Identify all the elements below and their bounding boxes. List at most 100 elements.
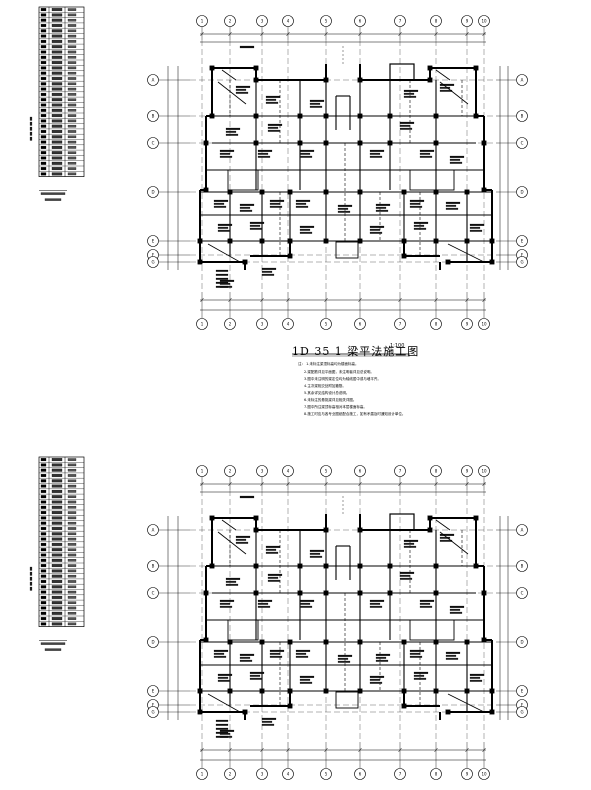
beam-annotation-mark — [445, 657, 459, 660]
dimension-tick — [358, 747, 362, 753]
table-caption-mark — [44, 198, 62, 201]
table-cell-mark — [67, 612, 77, 615]
dimension-tick — [434, 481, 438, 487]
beam-annotation-mark — [449, 158, 461, 161]
structural-column — [287, 688, 293, 694]
axis-label: 6 — [359, 772, 362, 777]
structural-column — [464, 238, 470, 244]
table-cell-mark — [51, 580, 63, 583]
axis-bubble-bottom — [320, 768, 332, 780]
axis-label: E — [521, 689, 524, 694]
structural-column — [473, 113, 479, 119]
dimension-tick — [398, 297, 402, 303]
table-cell-mark — [40, 66, 47, 70]
table-cell-mark — [40, 61, 47, 65]
structural-column — [401, 688, 407, 694]
table-cell-mark — [51, 548, 63, 552]
axis-bubble-bottom — [478, 318, 490, 330]
beam-annotation-mark — [299, 149, 315, 152]
table-cell-mark — [67, 580, 77, 583]
table-cell-mark — [51, 114, 63, 118]
axis-bubble-left — [147, 636, 159, 648]
table-cell-mark — [40, 585, 47, 589]
axis-bubble-left — [147, 256, 159, 268]
structural-column — [287, 253, 293, 259]
beam-annotation-mark — [403, 89, 419, 92]
table-cell-mark — [51, 532, 63, 536]
structural-column — [401, 253, 407, 259]
table-cell-mark — [67, 34, 77, 38]
beam-annotation-mark — [269, 199, 285, 202]
table-caption-mark — [44, 648, 62, 651]
table-cell-mark — [67, 601, 77, 604]
table-cell-mark — [40, 39, 47, 43]
beam-annotation-mark — [369, 605, 383, 608]
table-cell-mark — [51, 479, 63, 483]
structural-column — [209, 65, 215, 71]
leader-label-mark — [215, 285, 229, 288]
table-cell-mark — [67, 479, 77, 483]
beam-annotation-mark — [299, 225, 315, 228]
structural-column — [287, 639, 293, 645]
dimension-tick — [324, 747, 328, 753]
beam-annotation-mark — [261, 717, 277, 720]
beam-annotation-mark — [409, 205, 423, 208]
structural-column — [357, 590, 363, 596]
beam-annotation-mark — [239, 656, 251, 659]
table-cell-mark — [40, 103, 47, 107]
beam-annotation-mark — [213, 655, 227, 658]
beam-annotation-mark — [469, 679, 483, 682]
axis-label: G — [151, 710, 154, 715]
structural-column — [464, 688, 470, 694]
dimension-tick — [286, 31, 290, 37]
dimension-tick — [260, 297, 264, 303]
axis-label: 6 — [359, 469, 362, 474]
structural-column — [253, 65, 259, 71]
axis-bubble-left — [147, 685, 159, 697]
structural-column — [323, 688, 329, 694]
beam-annotation-mark — [369, 152, 381, 155]
beam-annotation-mark — [219, 279, 235, 282]
structural-column — [323, 77, 329, 83]
beam-annotation-mark — [257, 602, 269, 605]
structural-column — [433, 563, 439, 569]
axis-bubble-top — [224, 465, 236, 477]
beam-annotation-mark — [269, 202, 281, 205]
table-cell-mark — [67, 606, 77, 610]
dimension-tick — [465, 747, 469, 753]
structural-column — [401, 189, 407, 195]
beam-annotation-mark — [261, 720, 273, 723]
structural-column — [489, 688, 495, 694]
dimension-tick — [200, 31, 204, 37]
beam-annotation-mark — [249, 677, 263, 680]
table-cell-mark — [67, 82, 77, 86]
table-side-label — [29, 121, 33, 126]
axis-label: 2 — [229, 322, 232, 327]
table-cell-mark — [51, 34, 63, 38]
structural-column — [227, 639, 233, 645]
structural-column — [287, 703, 293, 709]
beam-annotation-mark — [469, 223, 485, 226]
table-cell-mark — [40, 50, 47, 54]
beam-annotation-mark — [219, 155, 233, 158]
axis-bubble-bottom — [256, 768, 268, 780]
table-side-label — [29, 586, 33, 591]
axis-bubble-right — [516, 636, 528, 648]
beam-annotation-mark — [225, 127, 241, 130]
structural-column — [433, 189, 439, 195]
beam-annotation-mark — [261, 723, 275, 726]
beam-annotation-mark — [235, 91, 249, 94]
beam-annotation-mark — [235, 85, 251, 88]
beam-annotation-mark — [449, 161, 463, 164]
beam-annotation-mark — [235, 538, 247, 541]
table-cell-mark — [51, 29, 63, 33]
slab-diagonal — [447, 693, 485, 713]
axis-bubble-top — [196, 15, 208, 27]
table-cell-mark — [40, 167, 47, 171]
axis-label: G — [151, 260, 154, 265]
axis-bubble-top — [224, 15, 236, 27]
plan-label-mark — [239, 45, 255, 49]
beam-annotation-mark — [299, 599, 315, 602]
table-cell-mark — [67, 40, 77, 43]
table-cell-mark — [67, 151, 77, 154]
